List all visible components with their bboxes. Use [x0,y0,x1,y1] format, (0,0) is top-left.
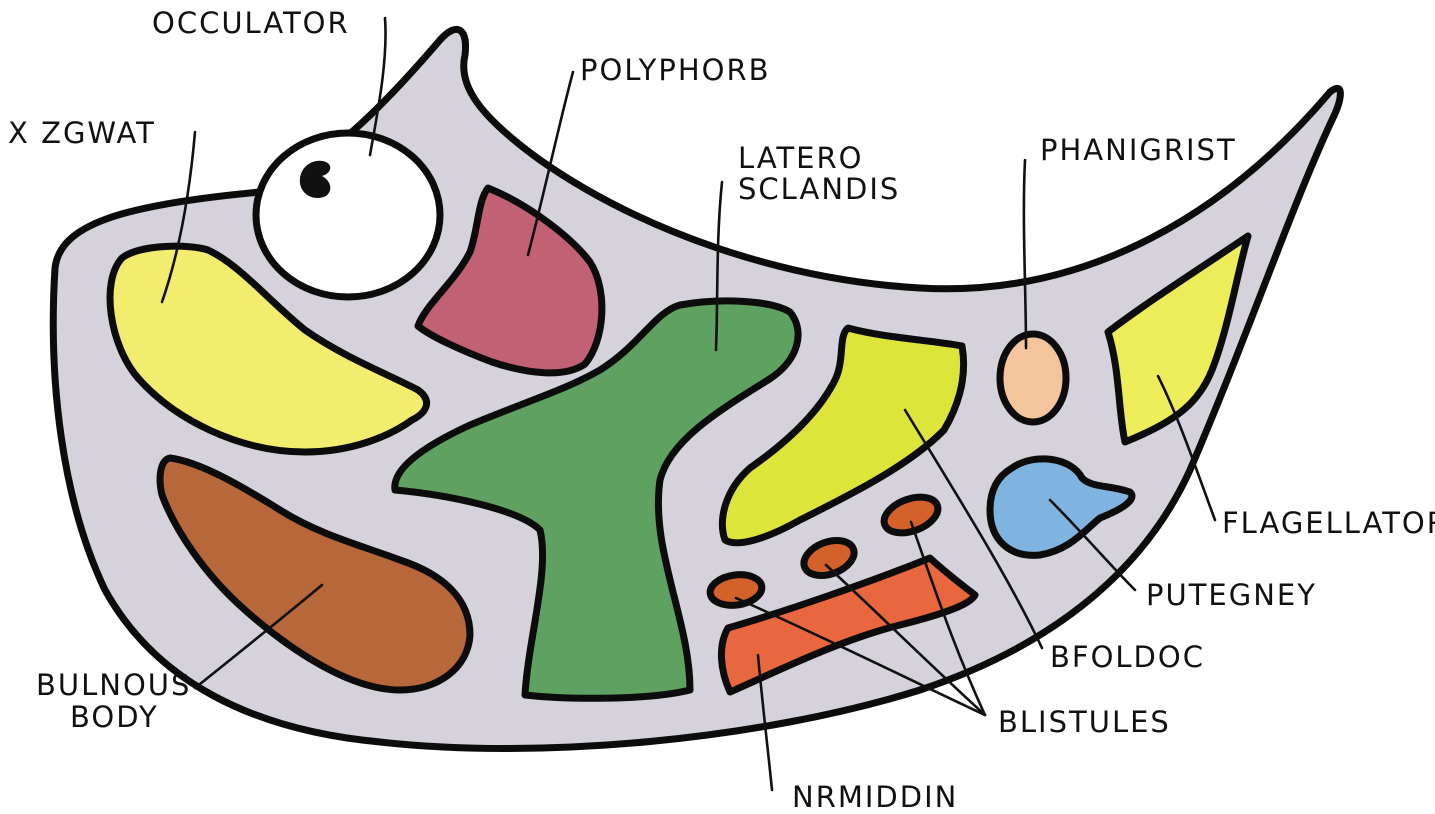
label-blistules: BLISTULES [998,705,1171,739]
label-phanigrist: PHANIGRIST [1040,133,1237,167]
phanigrist-organ [1000,334,1066,422]
occulator-eye [256,133,440,297]
label-flagellator: FLAGELLATOR [1222,506,1435,540]
label-putegney: PUTEGNEY [1146,578,1317,612]
label-occulator: OCCULATOR [152,6,350,40]
label-nrmiddin: NRMIDDIN [792,780,958,814]
label-bulnous: BULNOUS [36,668,191,702]
label-bfoldoc: BFOLDOC [1050,640,1205,674]
label-body: BODY [70,700,159,734]
label-polyphorb: POLYPHORB [580,53,771,87]
label-latero: LATERO [738,141,863,175]
label-sclandis: SCLANDIS [738,172,900,206]
label-xzgwat: X ZGWAT [8,116,156,150]
